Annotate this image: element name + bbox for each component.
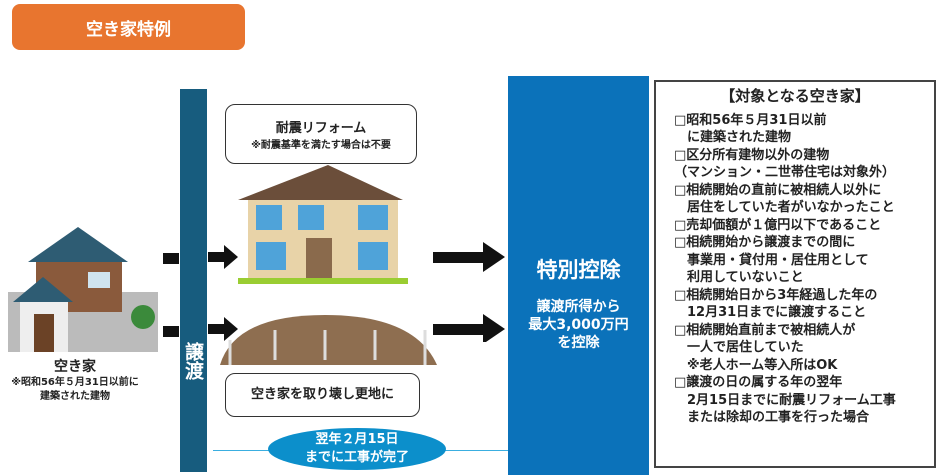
condition-item-line: に建築された建物 [674, 130, 792, 145]
condition-item-line: □相続開始の直前に被相続人以外に [674, 182, 882, 198]
reform-title: 耐震リフォーム [275, 121, 367, 136]
deduction-line3: を控除 [557, 335, 600, 351]
deadline-badge: 翌年２月15日 までに工事が完了 [268, 428, 446, 470]
reform-note: ※耐震基準を満たす場合は不要 [251, 140, 391, 151]
arrow-icons-right [433, 242, 505, 342]
transfer-bar: 譲渡 [180, 89, 207, 472]
deduction-line1: 譲渡所得から [536, 299, 621, 315]
condition-item-line: （マンション・二世帯住宅は対象外） [674, 165, 896, 180]
vacant-house-note: ※昭和56年５月31日以前に [11, 377, 139, 388]
vacant-lot-illustration [220, 315, 437, 365]
condition-item-line: ※老人ホーム等入所はOK [674, 357, 838, 373]
reformed-house-illustration [238, 165, 408, 284]
condition-item-line: または除却の工事を行った場合 [674, 410, 870, 425]
condition-item-line: □相続開始直前まで被相続人が [674, 322, 856, 338]
condition-item-line: □譲渡の日の属する年の翌年 [674, 375, 843, 390]
special-deduction-box: 特別控除 譲渡所得から 最大3,000万円 を控除 [508, 76, 649, 475]
deadline-line2: までに工事が完了 [304, 450, 409, 465]
condition-item-line: □区分所有建物以外の建物 [674, 147, 830, 163]
conditions-panel: 【対象となる空き家】 □昭和56年５月31日以前 に建築された建物 □区分所有建物… [654, 80, 936, 468]
demolish-bubble: 空き家を取り壊し更地に [225, 373, 420, 417]
arrow-stub-top [163, 253, 179, 264]
arrow-icons [208, 245, 238, 341]
condition-item-line: 事業用・貸付用・居住用として [674, 252, 869, 268]
deduction-heading: 特別控除 [536, 258, 621, 282]
deadline-line1: 翌年２月15日 [315, 432, 399, 447]
condition-item-line: 居住をしていた者がいなかったこと [674, 200, 895, 215]
condition-item-line: 12月31日までに譲渡すること [674, 305, 867, 320]
condition-item-line: □昭和56年５月31日以前 [674, 112, 827, 128]
vacant-house-illustration [8, 227, 158, 352]
vacant-house-note-2: 建築された建物 [40, 391, 110, 402]
reform-bubble: 耐震リフォーム ※耐震基準を満たす場合は不要 [225, 104, 417, 164]
page-title: 空き家特例 [12, 4, 245, 50]
deduction-line2: 最大3,000万円 [528, 317, 629, 333]
condition-item-line: 利用していないこと [674, 270, 804, 285]
arrow-stub-bottom [163, 326, 179, 337]
conditions-heading: 【対象となる空き家】 [720, 87, 870, 105]
condition-item-line: 一人で居住していた [674, 340, 804, 355]
condition-item-line: 2月15日までに耐震リフォーム工事 [674, 392, 896, 408]
vacant-house-label: 空き家 [54, 359, 96, 375]
condition-item-line: □相続開始日から3年経過した年の [674, 287, 878, 303]
condition-item-line: □相続開始から譲渡までの間に [674, 235, 856, 250]
condition-item-line: □売却価額が１億円以下であること [674, 217, 882, 233]
